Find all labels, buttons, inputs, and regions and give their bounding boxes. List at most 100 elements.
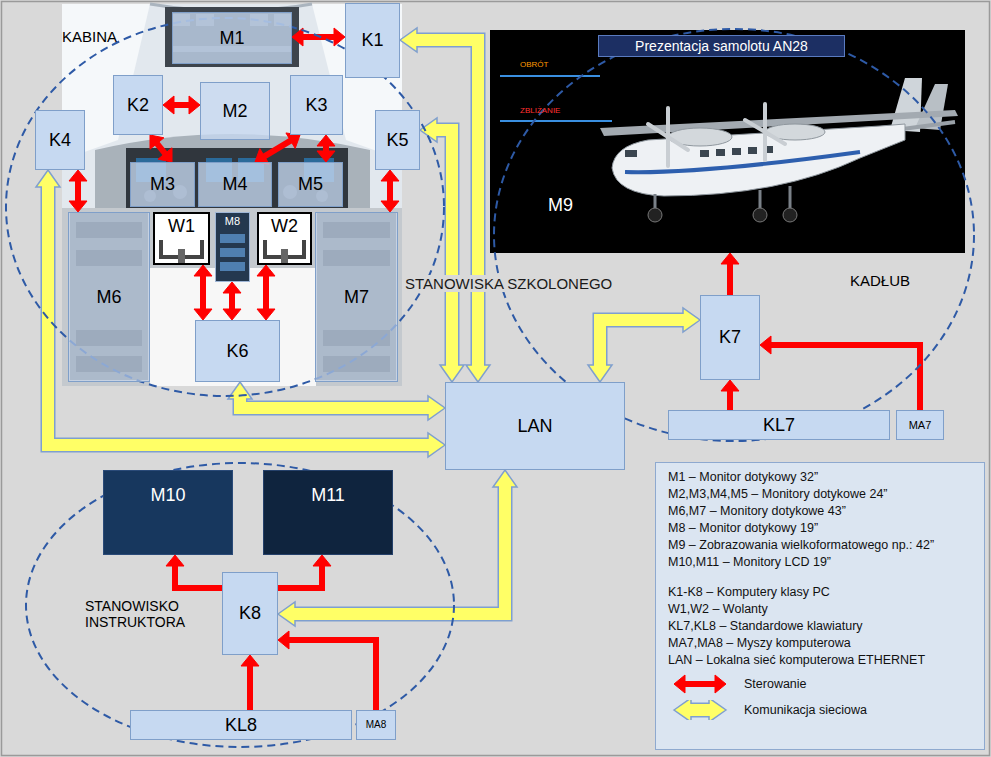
control-caption-holder: ZBLIŻANIE <box>520 106 560 115</box>
touch-monitor: M1 <box>172 12 292 64</box>
touch-monitor: M3 <box>130 162 195 207</box>
node-label: K5 <box>386 130 408 151</box>
legend-text: K1-K8 – Komputery klasy PC <box>668 585 978 599</box>
network-arrow <box>36 170 445 457</box>
legend-item: LAN – Lokalna sieć komputerowa ETHERNET <box>668 653 978 667</box>
touch-monitor: M8 <box>215 212 250 282</box>
yoke-box: W2 <box>257 212 312 265</box>
control-arrow <box>287 640 376 710</box>
yoke-illustration <box>153 212 210 265</box>
node-label: M7 <box>344 287 369 308</box>
node-label: KADŁUB <box>850 272 910 289</box>
legend-panel: M1 – Monitor dotykowy 32” M2,M3,M4,M5 – M… <box>655 462 985 750</box>
control-arrow <box>263 140 293 158</box>
cockpit-illustration <box>150 268 316 386</box>
aircraft-illustration <box>745 120 785 144</box>
control-arrow <box>150 135 172 162</box>
aircraft-illustration <box>759 190 762 210</box>
node-label: MA8 <box>366 719 387 731</box>
legend-item: M8 – Monitor dotykowy 19” <box>668 521 978 535</box>
legend-text: Komunikacja sieciowa <box>744 703 978 717</box>
network-arrow <box>683 308 700 332</box>
pc-computer: K5 <box>375 110 420 170</box>
network-arrow <box>228 382 445 420</box>
legend-sample <box>668 674 732 694</box>
legend-text: M8 – Monitor dotykowy 19” <box>668 521 978 535</box>
network-arrow <box>48 185 430 445</box>
control-arrow <box>278 555 331 588</box>
aircraft-illustration <box>612 124 905 196</box>
control-arrow <box>769 345 920 410</box>
screen-title: Prezentacja samolotu AN28 <box>598 35 845 57</box>
network-arrow <box>600 320 685 367</box>
node-label: MA7 <box>909 419 932 432</box>
yoke-box: W1 <box>153 212 210 265</box>
legend-item: K1-K8 – Komputery klasy PC <box>668 585 978 599</box>
aircraft-illustration <box>655 186 790 210</box>
aircraft-illustration <box>500 75 600 77</box>
touch-monitor: M2 <box>200 82 270 140</box>
control-arrow <box>760 336 920 410</box>
fuselage-region: M9K7KADŁUB <box>493 28 975 442</box>
network-arrow <box>466 365 490 382</box>
cockpit-illustration <box>165 7 299 67</box>
control-caption: OBRÓT <box>520 60 548 69</box>
legend-item: M2,M3,M4,M5 – Monitory dotykowe 24” <box>668 487 978 501</box>
touch-monitor: M7 <box>315 212 398 382</box>
network-arrow <box>588 308 700 382</box>
node-label: M2 <box>222 101 247 122</box>
legend-text: M1 – Monitor dotykowy 32” <box>668 470 978 484</box>
control-arrow <box>263 274 269 311</box>
pc-computer: K8 <box>222 572 278 655</box>
station-label-holder: STANOWISKA SZKOLONEGO <box>402 275 615 292</box>
control-arrow <box>381 170 399 212</box>
legend-sample <box>689 704 711 716</box>
aircraft-illustration <box>753 208 767 222</box>
aircraft-illustration <box>625 152 860 172</box>
network-arrow <box>400 28 490 382</box>
node-label: KABINA <box>62 28 117 45</box>
network-arrow <box>428 433 445 457</box>
network-arrow <box>588 365 612 382</box>
touch-monitor: M6 <box>68 212 150 382</box>
control-arrow <box>75 179 81 203</box>
lcd-monitor: M11 <box>263 470 393 555</box>
cockpit-illustration <box>126 148 348 210</box>
small-screen-illustration <box>220 248 245 257</box>
small-screen-illustration <box>215 212 250 282</box>
network-arrow <box>240 397 430 408</box>
control-arrow <box>278 564 322 588</box>
lcd-monitor: M10 <box>103 470 233 555</box>
node-label: STANOWISKO INSTRUKTORA <box>85 598 195 630</box>
pc-computer: K3 <box>290 75 343 135</box>
legend-item: M6,M7 – Monitory dotykowe 43” <box>668 504 978 518</box>
aircraft-illustration <box>500 120 612 122</box>
node-label: M5 <box>298 174 323 195</box>
legend-item: KL7,KL8 – Standardowe klawiatury <box>668 619 978 633</box>
control-arrow <box>172 102 191 108</box>
node-label: M11 <box>311 485 345 506</box>
control-caption-holder: OBRÓT <box>520 60 548 69</box>
legend-sample <box>709 700 726 720</box>
touch-monitor: M4 <box>198 162 272 207</box>
legend-item: M10,M11 – Monitory LCD 19” <box>668 555 978 569</box>
pc-computer: K1 <box>345 3 400 78</box>
control-arrow <box>194 265 212 320</box>
region-outline <box>494 29 974 441</box>
cockpit-illustration <box>95 134 370 212</box>
screen-title-holder: Prezentacja samolotu AN28 <box>598 35 845 57</box>
node-label: M8 <box>225 215 240 228</box>
aircraft-illustration <box>490 30 965 253</box>
node-label: K8 <box>239 603 261 624</box>
control-arrow <box>69 170 87 212</box>
pc-computer: K2 <box>113 75 163 135</box>
node-label: M1 <box>219 28 244 49</box>
network-arrow <box>493 470 517 487</box>
legend-sample <box>668 700 732 720</box>
node-label: M3 <box>150 174 175 195</box>
node-label: M6 <box>96 287 121 308</box>
node-label: W1 <box>168 216 195 237</box>
station-label: STANOWISKA SZKOLONEGO <box>402 275 615 292</box>
